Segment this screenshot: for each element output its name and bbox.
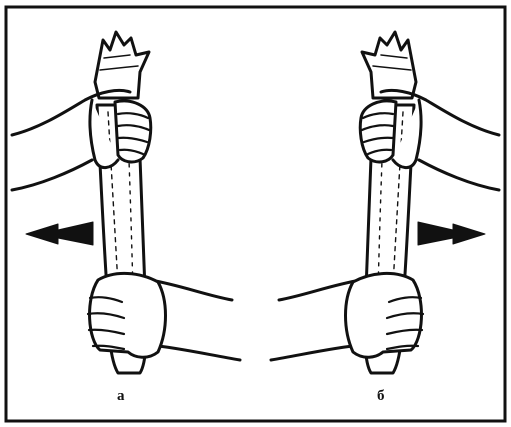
- direction-arrow-left-icon: [26, 222, 93, 245]
- panel-a: [12, 32, 240, 373]
- figure-border: [6, 7, 505, 421]
- lower-hand-a: [88, 273, 240, 360]
- direction-arrow-right-icon: [418, 222, 485, 245]
- panel-a-caption: а: [117, 388, 125, 405]
- panel-b-caption: б: [377, 388, 385, 405]
- panel-b: [271, 32, 499, 373]
- lower-hand-b: [271, 273, 423, 360]
